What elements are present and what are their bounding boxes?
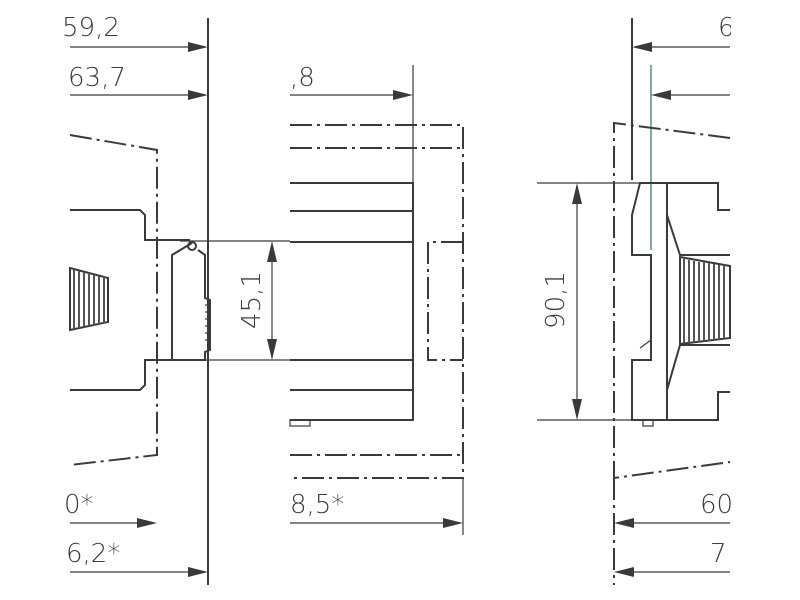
right-view <box>537 18 731 585</box>
arrow-icon <box>188 567 208 577</box>
right-body-step-bottom <box>666 344 730 391</box>
arrow-icon <box>267 241 277 262</box>
label-6-2-star: 6,2* <box>66 539 120 569</box>
label-90-1: 90,1 <box>541 271 571 329</box>
right-clip-detail <box>639 339 652 349</box>
arrow-icon <box>188 42 208 52</box>
din-clip <box>171 242 211 361</box>
label-60: 60 <box>700 490 733 520</box>
left-knob-hatch <box>73 270 105 329</box>
clip-pin <box>187 241 197 251</box>
label-59-2: 59,2 <box>62 13 120 43</box>
label-7: 7 <box>710 539 727 569</box>
label-8: ,8 <box>290 63 315 93</box>
right-body-foot <box>642 419 654 427</box>
left-body-top <box>70 209 190 241</box>
arrow-icon <box>632 42 652 52</box>
mid-body-outline <box>290 182 414 421</box>
right-margin <box>731 0 800 600</box>
arrow-icon <box>651 90 671 100</box>
label-6: 6 <box>718 13 735 43</box>
right-body-step-top <box>666 214 730 256</box>
left-ribbed-knob <box>69 266 109 332</box>
arrow-icon <box>188 90 208 100</box>
arrow-icon <box>572 183 582 204</box>
arrow-icon <box>267 339 277 360</box>
dimension-labels: 59,2 63,7 ,8 45,1 90,1 6 0* 6,2* 8,5* 60… <box>62 13 735 569</box>
middle-view <box>180 65 464 535</box>
clip-teeth <box>205 304 210 341</box>
arrow-icon <box>614 518 634 528</box>
right-body-outline <box>631 182 730 421</box>
arrow-icon <box>137 518 157 528</box>
label-45-1: 45,1 <box>237 271 267 329</box>
mid-envelope-outer <box>290 124 464 479</box>
arrow-icon <box>614 567 634 577</box>
label-8-5-star: 8,5* <box>290 490 344 520</box>
left-envelope-outline <box>69 134 158 466</box>
arrow-icon <box>393 90 413 100</box>
arrow-icon <box>572 399 582 420</box>
arrow-icon <box>443 518 463 528</box>
label-63-7: 63,7 <box>68 63 126 93</box>
right-envelope-outline <box>613 121 731 480</box>
left-body-bottom <box>70 359 190 391</box>
mid-envelope-notch <box>427 241 463 361</box>
right-knob-hatch <box>683 259 725 343</box>
left-view <box>69 18 211 585</box>
label-0-star: 0* <box>64 490 94 520</box>
right-ribbed-knob <box>679 255 731 346</box>
mid-body-foot <box>289 419 311 427</box>
